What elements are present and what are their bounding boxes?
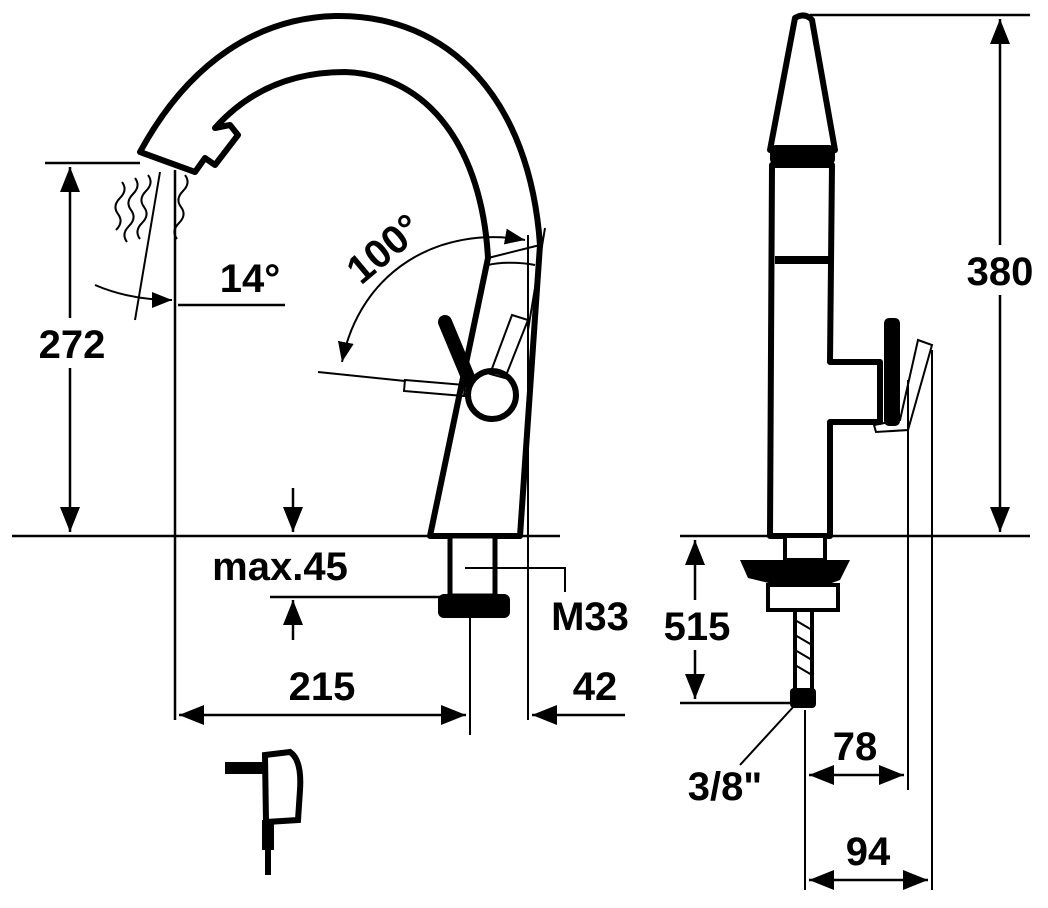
swivel-arc (338, 228, 526, 363)
label-total-depth: 94 (846, 830, 891, 874)
label-spray-angle: 14° (220, 257, 281, 301)
label-total-height: 380 (967, 250, 1034, 294)
faucet-side-view (740, 12, 934, 708)
faucet-front-view (114, 12, 543, 618)
label-spout-height: 272 (39, 323, 106, 367)
label-thread: M33 (551, 595, 629, 639)
label-lever-depth: 78 (833, 725, 878, 769)
label-max-thickness: max.45 (212, 545, 348, 589)
label-base-offset: 42 (573, 665, 618, 709)
power-plug-icon (225, 748, 304, 875)
label-spout-reach: 215 (289, 665, 356, 709)
label-hose-length: 515 (664, 605, 731, 649)
label-connection: 3/8" (688, 765, 763, 809)
spray-axis-line (134, 171, 161, 321)
